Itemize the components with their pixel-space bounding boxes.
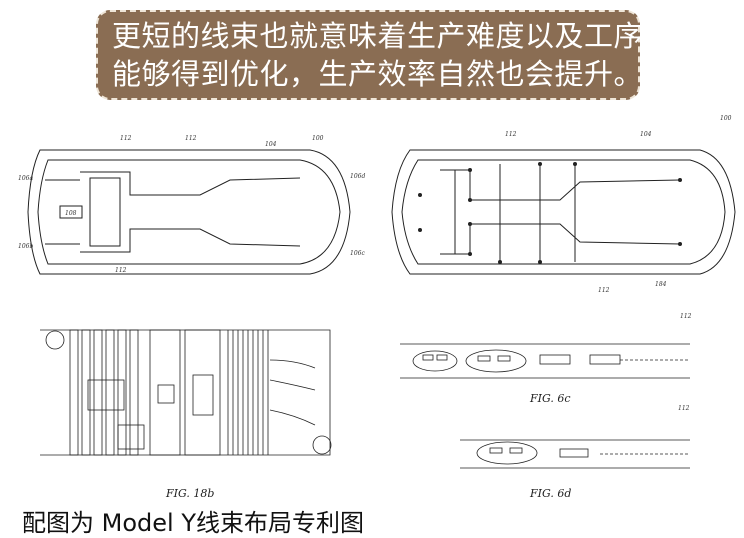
ref-label: 112 (185, 135, 197, 142)
ref-label: 106a (18, 175, 33, 182)
ref-label: 108 (65, 210, 77, 217)
vehicle-outline-left (27, 149, 351, 275)
fig-6c-diagram (400, 343, 690, 379)
ref-label: 112 (115, 267, 127, 274)
vehicle-outline-right (391, 149, 736, 275)
ref-label: 104 (265, 141, 277, 148)
ref-label: 184 (655, 281, 667, 288)
ref-label: 112 (505, 131, 517, 138)
caption-banner: 更短的线束也就意味着生产难度以及工序都 能够得到优化，生产效率自然也会提升。 (96, 10, 672, 100)
ref-label: 104 (640, 131, 652, 138)
ref-label: 100 (312, 135, 324, 142)
bottom-caption: 配图为 Model Y线束布局专利图 (22, 509, 364, 537)
figure-label-6d: FIG. 6d (529, 487, 571, 500)
banner-text-line-2: 能够得到优化，生产效率自然也会提升。 (112, 57, 644, 91)
ref-label: 112 (678, 405, 690, 412)
fig-6d-diagram (460, 439, 690, 469)
ref-label: 112 (680, 313, 692, 320)
banner-text-line-1: 更短的线束也就意味着生产难度以及工序都 (112, 19, 673, 53)
figure-label-18b: FIG. 18b (165, 487, 214, 500)
ref-label: 100 (720, 115, 732, 122)
fig-18b-diagram (40, 329, 332, 456)
ref-label: 112 (598, 287, 610, 294)
patent-drawings: 108 112 112 104 106a 106b 106d 106c 112 … (18, 115, 736, 500)
ref-label: 106d (350, 173, 365, 180)
ref-label: 106b (18, 243, 33, 250)
connector-nodes (418, 162, 682, 264)
figure-label-6c: FIG. 6c (529, 392, 571, 405)
ref-label: 106c (350, 250, 365, 257)
ref-label: 112 (120, 135, 132, 142)
